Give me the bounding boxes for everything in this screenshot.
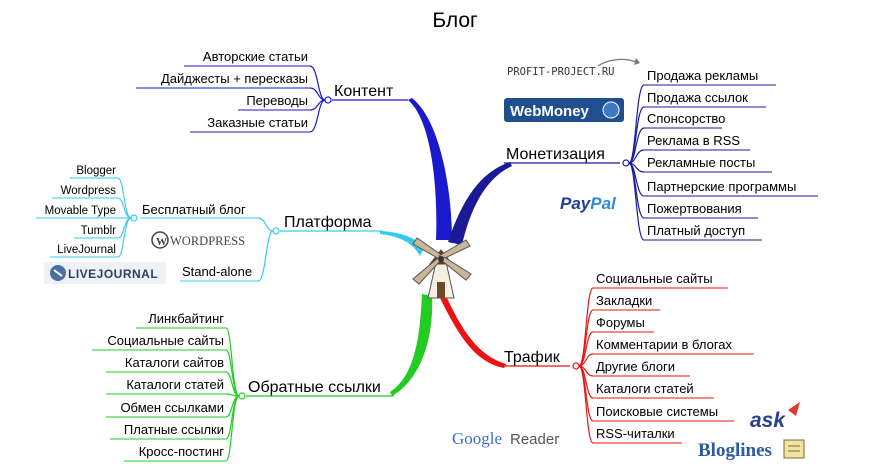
ask-text: ask: [750, 409, 786, 432]
traffic-item: Каталоги статей: [596, 381, 694, 396]
profit-project-logo: PROFIT-PROJECT.RU: [507, 58, 640, 78]
monetization-label: Монетизация: [506, 146, 605, 163]
backlinks-item: Социальные сайты: [107, 333, 224, 348]
content-item: Заказные статьи: [207, 115, 308, 130]
backlinks-item: Каталоги сайтов: [125, 355, 224, 370]
monetization-item: Продажа ссылок: [647, 90, 748, 105]
traffic-item: Социальные сайты: [596, 271, 713, 286]
traffic-item: RSS-читалки: [596, 426, 675, 441]
free-platform-item: Blogger: [76, 165, 116, 177]
backlinks-label: Обратные ссылки: [248, 379, 381, 396]
bloglines-text: Bloglines: [698, 440, 772, 461]
content-item: Переводы: [246, 93, 308, 108]
traffic-item: Комментарии в блогах: [596, 337, 733, 352]
content-item: Дайджесты + пересказы: [161, 71, 308, 86]
backlinks-item: Линкбайтинг: [148, 311, 224, 326]
google-reader-logo: Google Reader: [452, 429, 559, 448]
backlinks-branch: Обратные ссылки Линкбайтинг Социальные с…: [92, 311, 394, 462]
backlinks-item: Каталоги статей: [126, 377, 224, 392]
traffic-branch: Трафик Социальные сайты Закладки Форумы …: [500, 271, 754, 444]
monetization-item: Партнерские программы: [647, 179, 796, 194]
free-platform-item: Wordpress: [61, 185, 117, 197]
ask-logo: ask: [750, 402, 800, 432]
monetization-branch: Монетизация Продажа рекламы Продажа ссыл…: [504, 68, 818, 241]
wordpress-logo: W WORDPRESS: [151, 231, 245, 249]
monetization-branch-line: [448, 162, 512, 245]
traffic-item: Форумы: [596, 315, 645, 330]
wordpress-text: WORDPRESS: [170, 234, 245, 248]
paypal-pal: Pal: [590, 194, 617, 213]
livejournal-text: LIVEJOURNAL: [68, 267, 158, 281]
monetization-item: Рекламные посты: [647, 155, 755, 170]
backlinks-item: Кросс-постинг: [139, 444, 225, 459]
platform-label: Платформа: [284, 214, 372, 231]
backlinks-branch-line: [390, 294, 433, 396]
windmill-icon: [412, 237, 472, 299]
svg-text:W: W: [156, 236, 167, 248]
monetization-item: Спонсорство: [647, 111, 725, 126]
monetization-item: Пожертвования: [647, 201, 742, 216]
map-title: Блог: [432, 9, 478, 32]
platform-free-blog: Бесплатный блог: [142, 202, 246, 217]
traffic-branch-line: [440, 296, 506, 368]
content-item: Авторские статьи: [203, 49, 308, 64]
svg-text:PayPal: PayPal: [560, 194, 617, 213]
free-platform-item: Tumblr: [81, 225, 117, 237]
paypal-pay: Pay: [560, 194, 592, 213]
reader-text: Reader: [510, 431, 559, 448]
paypal-logo: PayPal: [560, 194, 617, 213]
content-branch-line: [408, 98, 452, 240]
content-label: Контент: [334, 83, 394, 100]
free-platform-item: LiveJournal: [57, 244, 116, 256]
content-branch: Контент Авторские статьи Дайджесты + пер…: [136, 49, 408, 133]
traffic-label: Трафик: [504, 349, 561, 366]
platform-standalone: Stand-alone: [182, 264, 252, 279]
profit-project-text: PROFIT-PROJECT.RU: [507, 66, 614, 78]
traffic-item: Поисковые системы: [596, 404, 718, 419]
backlinks-item: Платные ссылки: [124, 422, 224, 437]
free-platform-item: Movable Type: [45, 205, 116, 217]
traffic-item: Закладки: [596, 293, 652, 308]
backlinks-item: Обмен ссылками: [120, 400, 224, 415]
traffic-item: Другие блоги: [596, 359, 675, 374]
platform-branch: Платформа Бесплатный блог Stand-alone Bl…: [36, 165, 382, 282]
monetization-item: Продажа рекламы: [647, 68, 758, 83]
svg-text:Google: Google: [452, 429, 502, 448]
livejournal-logo: LIVEJOURNAL: [44, 262, 166, 284]
webmoney-logo: WebMoney: [504, 98, 624, 122]
bloglines-logo: Bloglines: [698, 439, 805, 461]
monetization-item: Платный доступ: [647, 223, 745, 238]
webmoney-text: WebMoney: [510, 103, 590, 120]
monetization-item: Реклама в RSS: [647, 133, 740, 148]
google-text: Google: [452, 429, 502, 448]
